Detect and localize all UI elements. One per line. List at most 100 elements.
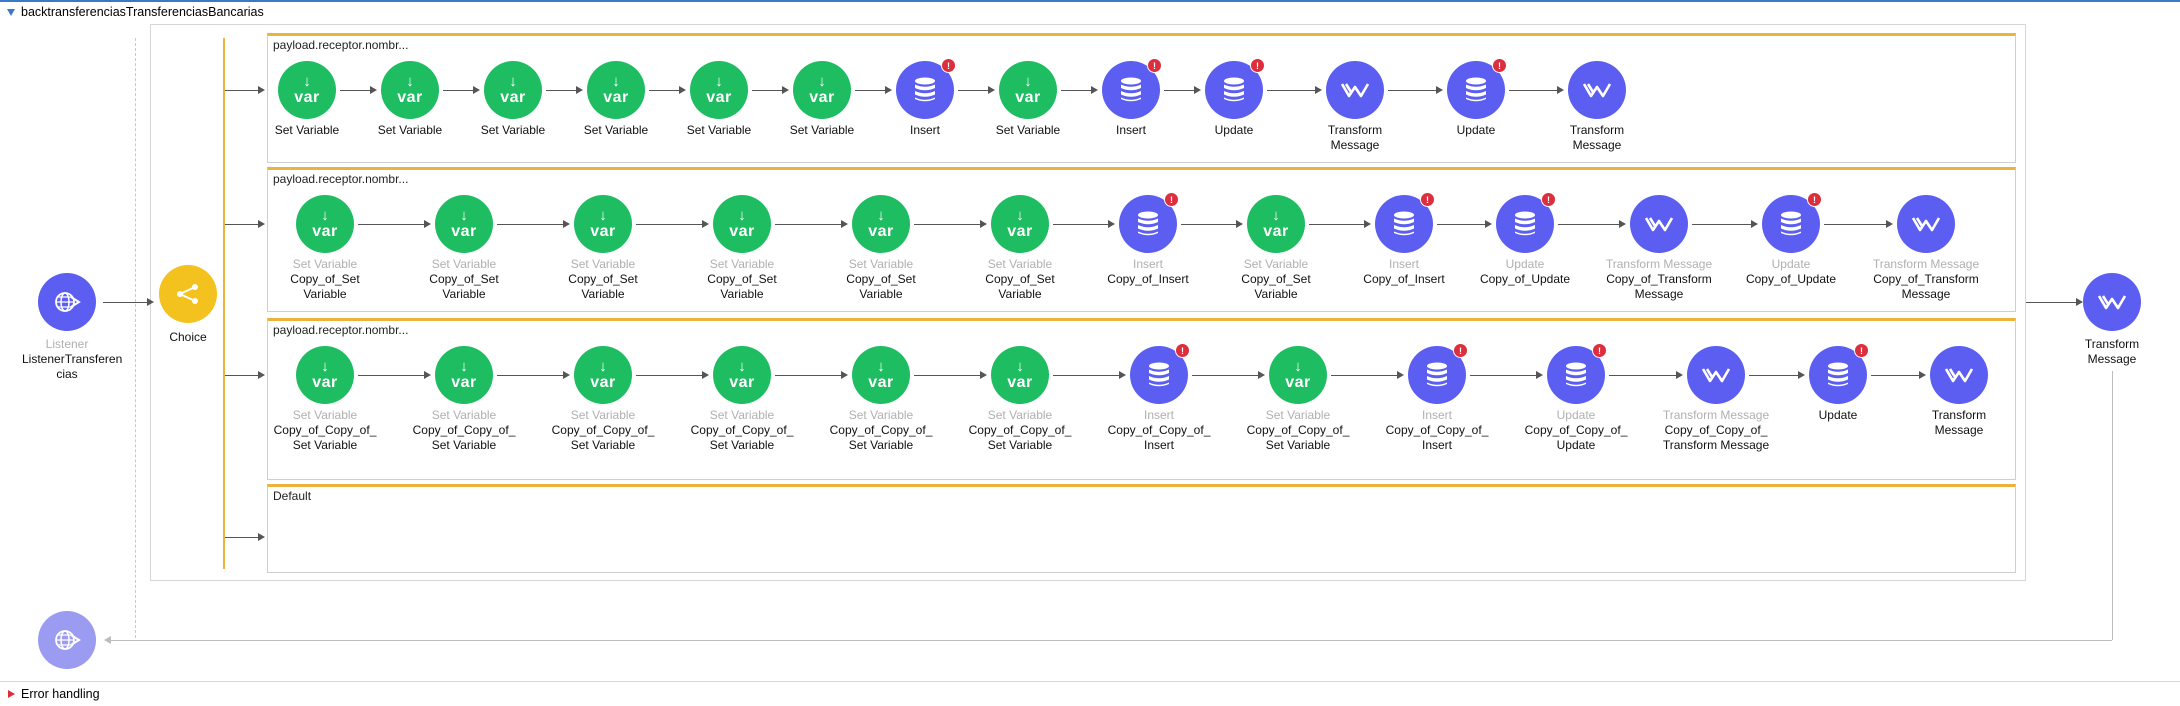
- component-caption: Set Variable: [346, 123, 474, 138]
- set-variable-node[interactable]: ↓var: [296, 195, 354, 253]
- set-variable-node[interactable]: ↓var: [484, 61, 542, 119]
- set-variable-node[interactable]: ↓var: [690, 61, 748, 119]
- set-variable-node[interactable]: ↓var: [381, 61, 439, 119]
- set-variable-icon: ↓var: [868, 358, 894, 391]
- connector-line: [2026, 302, 2077, 303]
- set-variable-node[interactable]: ↓var: [435, 346, 493, 404]
- connector-line: [1824, 224, 1887, 225]
- connector-line: [914, 224, 981, 225]
- set-variable-node[interactable]: ↓var: [1269, 346, 1327, 404]
- arrow-head-icon: [258, 220, 265, 228]
- set-variable-node[interactable]: ↓var: [793, 61, 851, 119]
- transform-message-node[interactable]: [1326, 61, 1384, 119]
- set-variable-node[interactable]: ↓var: [278, 61, 336, 119]
- transform-message-node[interactable]: [1630, 195, 1688, 253]
- component-name-label: Copy_of_Copy_of_Set Variable: [968, 423, 1072, 452]
- component-type-label: Set Variable: [709, 257, 775, 271]
- choice-branch-bar: [223, 38, 225, 569]
- connector-line: [1331, 375, 1398, 376]
- set-variable-node[interactable]: ↓var: [999, 61, 1057, 119]
- set-variable-node[interactable]: ↓var: [991, 346, 1049, 404]
- error-handling-section[interactable]: Error handling: [0, 681, 2180, 706]
- set-variable-node[interactable]: ↓var: [435, 195, 493, 253]
- component-type-label: Update: [1771, 257, 1811, 271]
- route-condition-label[interactable]: Default: [273, 489, 312, 503]
- connector-line: [340, 90, 371, 91]
- http-listener-source[interactable]: [38, 273, 96, 331]
- error-badge-icon: !: [1854, 343, 1869, 358]
- set-variable-node[interactable]: ↓var: [296, 346, 354, 404]
- arrow-head-icon: [1751, 220, 1758, 228]
- component-type-label: Transform Message: [1605, 257, 1713, 271]
- component-type-label: Insert: [1132, 257, 1163, 271]
- arrow-head-icon: [782, 86, 789, 94]
- listener-response-node[interactable]: [38, 611, 96, 669]
- route-condition-label[interactable]: payload.receptor.nombr...: [273, 172, 409, 186]
- database-node[interactable]: [1809, 346, 1867, 404]
- arrow-head-icon: [1436, 86, 1443, 94]
- globe-icon: [53, 288, 81, 316]
- choice-route: payload.receptor.nombr...: [267, 167, 2016, 312]
- component-caption: Set Variable: [552, 123, 680, 138]
- arrow-head-icon: [988, 86, 995, 94]
- connector-line: [1181, 224, 1237, 225]
- transform-message-node[interactable]: [1897, 195, 1955, 253]
- arrow-head-icon: [980, 371, 987, 379]
- arrow-head-icon: [1919, 371, 1926, 379]
- route-condition-label[interactable]: payload.receptor.nombr...: [273, 38, 409, 52]
- expand-triangle-icon[interactable]: [8, 690, 15, 698]
- transform-message-node[interactable]: [1568, 61, 1626, 119]
- component-type-label: Set Variable: [292, 408, 358, 422]
- final-transform-message-node[interactable]: [2083, 273, 2141, 331]
- set-variable-node[interactable]: ↓var: [713, 346, 771, 404]
- flow-header[interactable]: backtransferenciasTransferenciasBancaria…: [0, 2, 264, 22]
- connector-line: [1267, 90, 1316, 91]
- error-badge-icon: !: [1541, 192, 1556, 207]
- arrow-head-icon: [576, 86, 583, 94]
- set-variable-node[interactable]: ↓var: [587, 61, 645, 119]
- collapse-triangle-icon[interactable]: [7, 8, 15, 16]
- route-condition-label[interactable]: payload.receptor.nombr...: [273, 323, 409, 337]
- component-name-label: Set Variable: [274, 123, 340, 137]
- flow-name: backtransferenciasTransferenciasBancaria…: [21, 5, 264, 19]
- arrow-head-icon: [1315, 86, 1322, 94]
- arrow-head-icon: [885, 86, 892, 94]
- set-variable-node[interactable]: ↓var: [852, 195, 910, 253]
- connector-line: [443, 90, 474, 91]
- set-variable-icon: ↓var: [294, 73, 320, 106]
- set-variable-node[interactable]: ↓var: [991, 195, 1049, 253]
- set-variable-node[interactable]: ↓var: [574, 346, 632, 404]
- set-variable-node[interactable]: ↓var: [713, 195, 771, 253]
- error-handling-label: Error handling: [21, 687, 100, 701]
- choice-router[interactable]: [159, 265, 217, 323]
- component-type-label: Set Variable: [570, 257, 636, 271]
- set-variable-node[interactable]: ↓var: [852, 346, 910, 404]
- connector-line: [1871, 375, 1920, 376]
- component-type-label: Set Variable: [431, 257, 497, 271]
- arrow-head-icon: [1236, 220, 1243, 228]
- set-variable-node[interactable]: ↓var: [574, 195, 632, 253]
- component-name-label: Copy_of_Copy_of_Insert: [1385, 423, 1489, 452]
- set-variable-node[interactable]: ↓var: [1247, 195, 1305, 253]
- set-variable-icon: ↓var: [1007, 358, 1033, 391]
- transform-message-node[interactable]: [1687, 346, 1745, 404]
- arrow-head-icon: [563, 220, 570, 228]
- choice-route: payload.receptor.nombr...: [267, 318, 2016, 480]
- component-type-label: Set Variable: [709, 408, 775, 422]
- transform-message-node[interactable]: [1930, 346, 1988, 404]
- connector-line: [1061, 90, 1092, 91]
- database-node[interactable]: [1762, 195, 1820, 253]
- error-badge-icon: !: [1492, 58, 1507, 73]
- connector-line: [649, 90, 680, 91]
- error-badge-icon: !: [1420, 192, 1435, 207]
